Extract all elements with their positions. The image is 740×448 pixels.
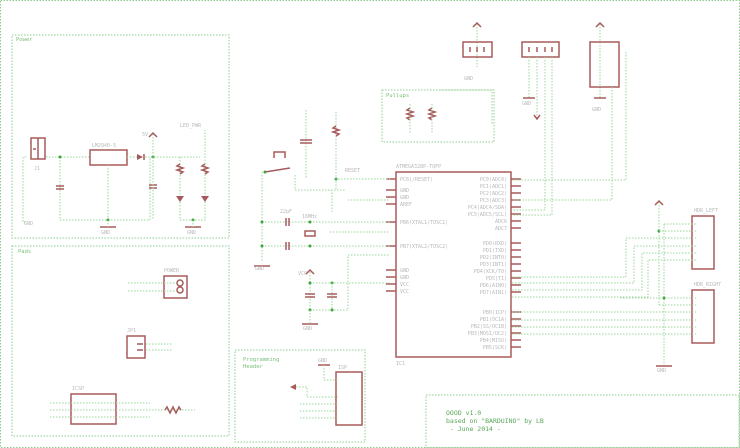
mcu-pin-label: PB0(ICP) [483,310,507,316]
regulator [89,149,128,166]
title-line-3: - June 2014 - [446,425,501,433]
mcu-pin-label: PB7(XTAL2/TOSC2) [400,244,448,250]
crystal [304,230,316,237]
mcu-pin-label: PC5(ADC5/SCL) [468,212,507,218]
mcu-pin-label: PC0(ADC0) [480,177,507,183]
mcu-pin-label: PB4(MISO) [480,338,507,344]
gnd-label-prog: GND [318,358,327,364]
power-pad-label: POWER [164,268,180,274]
header-4pin [521,41,560,58]
mcu-right-pins: PC0(ADC0)PC1(ADC1)PC2(ADC2)PC3(ADC3)PC4(… [468,177,521,351]
crystal-label: 16MHz [302,214,317,220]
reset-switch [273,151,286,158]
header-right-label: HDR_RIGHT [694,282,721,288]
power-pad [163,275,188,299]
mcu-pin-label: GND [400,275,409,281]
led-2 [201,196,209,202]
pullups-title: Pullups [386,93,409,99]
programming-title-2: Header [243,364,264,370]
title-line-2: based on "BARDUINO" by LB [446,417,544,425]
gnd-label-decoupling: GND [303,326,312,332]
prog-diode [290,384,296,390]
regulator-label: LM2940-5 [92,143,116,149]
mcu-name: ATMEGA328P-TQFP [396,164,441,170]
mcu-pin-label: PB3(MOSI/OC2) [468,331,507,337]
gnd-label-h3: GND [592,107,601,113]
vcc-arrow [305,268,315,275]
icsp-header [70,393,117,425]
title-line-1: OOOD v1.0 [446,409,481,417]
pullup-r1 [404,107,416,121]
programming-header [335,371,363,426]
mcu-pin-label: PD1(TXD) [483,248,507,254]
mcu-pin-label: PC1(ADC1) [480,184,507,190]
diode [137,154,143,160]
mcu-pin-label: PD4(XCK/T0) [474,269,507,275]
mcu-pin-label: GND [400,195,409,201]
power-title: Power [16,37,33,43]
pads-title: Pads [18,249,31,255]
vcc-label: VCC [298,271,307,277]
jack-label: J1 [34,166,40,172]
mcu-pin-label: PB2(SS/OC1B) [471,324,507,330]
power-frame [11,34,230,239]
mcu-pin-label: PD3(INT1) [480,262,507,268]
header-6pin [589,41,620,88]
led-power-label: LED_PWR [180,123,202,129]
mcu-pin-label: AREF [400,202,412,208]
mcu-pin-label: ADC6 [495,219,507,225]
mcu-pin-label: GND [400,188,409,194]
gnd-label-reg: GND [101,230,110,236]
mcu-pin-label: PD2(INT0) [480,255,507,261]
pullup-r2 [426,107,438,121]
pads-frame [11,245,230,437]
title-block-frame [425,394,740,448]
mcu-pin-label: PB1(OC1A) [480,317,507,323]
mcu-pin-label: PD5(T1) [486,276,507,282]
mcu-pin-label: PC3(ADC3) [480,198,507,204]
mcu-pin-label: GND [400,268,409,274]
mcu-pin-label: PC6(/RESET) [400,177,433,183]
jp1-header [126,335,146,359]
mcu-pin-label: PD7(AIN1) [480,290,507,296]
gnd-label: GND [24,221,33,227]
header-left [691,215,715,270]
header-right [691,289,715,344]
gnd-label-h1: GND [464,76,473,82]
mcu-pin-label: PD0(RXD) [483,241,507,247]
5v-arrow-top [472,21,482,28]
mcu-pin-label: PC4(ADC4/SDA) [468,205,507,211]
gnd-label-right: GND [657,368,666,374]
5v-arrow-top2 [595,21,605,28]
mcu-pin-label: PD6(AIN0) [480,283,507,289]
icsp-label: ICSP [72,386,84,392]
pullups-frame [381,89,495,143]
cap-22p-label: 22pF [280,209,292,215]
mcu-left-pins: PC6(/RESET)GNDGNDAREFPB6(XTAL1/TOSC1)PB7… [386,177,448,295]
reset-label: RESET [345,168,360,174]
programming-header-label: ISP [338,365,347,371]
mcu-pin-label: PB6(XTAL1/TOSC1) [400,220,448,226]
mcu-ref: IC1 [396,361,405,367]
header-3pin [462,41,493,58]
jp1-label: JP1 [127,328,136,334]
mcu-pin-label: VCC [400,282,409,288]
programming-title-1: Programming [243,357,279,363]
led-1 [176,196,184,202]
gnd-label-led: GND [187,230,196,236]
5v-arrow-right [654,199,664,206]
mcu-pin-label: ADC7 [495,226,507,232]
5v-label: 5V [142,132,148,138]
mcu-pin-label: PB5(SCK) [483,345,507,351]
header-left-label: HDR_LEFT [694,208,718,214]
gnd-label-h2: GND [522,101,531,107]
mcu-pin-label: VCC [400,289,409,295]
mcu-pin-label: PC2(ADC2) [480,191,507,197]
5v-arrow [148,131,158,138]
gnd-label-xtal: GND [255,266,264,272]
